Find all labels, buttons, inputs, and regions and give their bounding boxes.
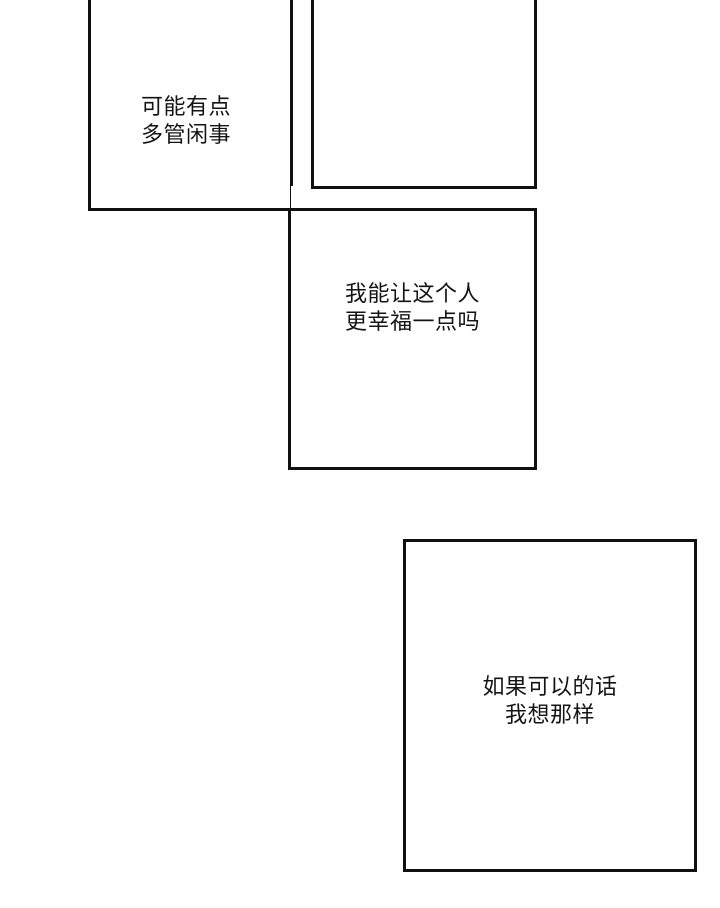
panel-4-text: 如果可以的话 我想那样	[482, 674, 618, 727]
comic-panel-4	[403, 539, 697, 872]
comic-panel-2	[311, 0, 537, 189]
comic-panel-1	[88, 0, 293, 211]
comic-panel-3	[288, 208, 537, 470]
panel-3-text: 我能让这个人 更幸福一点吗	[344, 281, 480, 334]
panel-1-text: 可能有点 多管闲事	[141, 94, 232, 147]
panel-seam-mask	[291, 186, 311, 208]
